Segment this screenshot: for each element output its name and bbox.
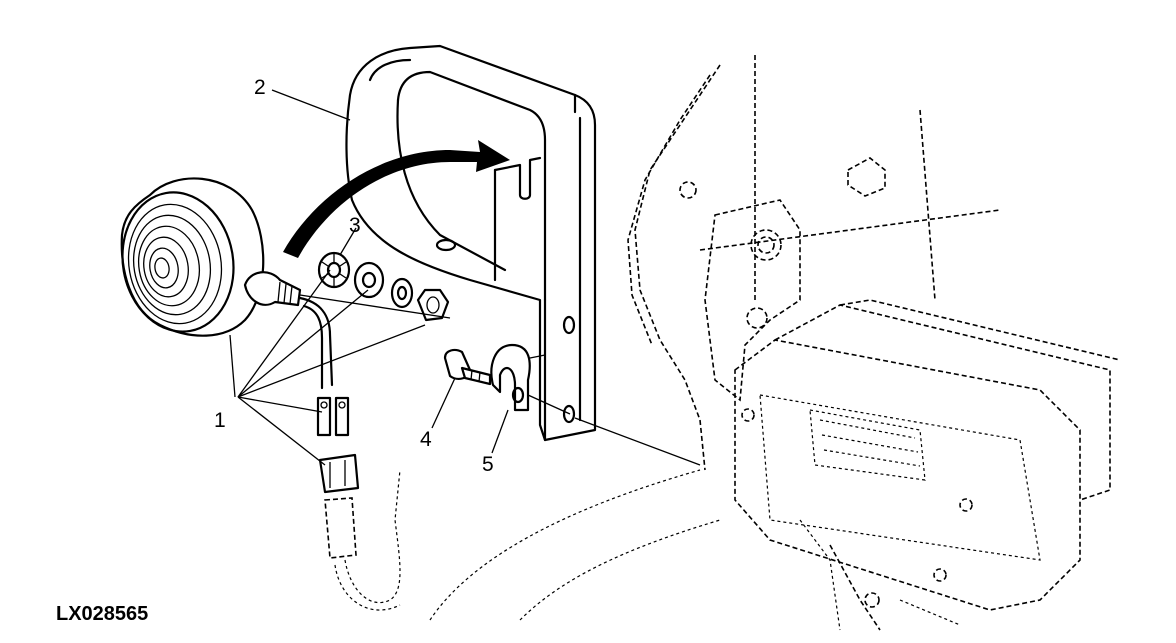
callout-5: 5 (482, 453, 494, 476)
install-direction-arrow (283, 140, 510, 258)
mounting-bracket (345, 44, 597, 442)
tractor-fender-outline (429, 55, 1001, 631)
callout-2: 2 (254, 76, 266, 99)
leader-lines (229, 89, 509, 466)
callout-3: 3 (349, 214, 361, 237)
tail-light-housing (734, 299, 1121, 631)
hardware-washers-nut (299, 251, 451, 322)
harness-connector (318, 453, 401, 611)
fender-mount-plate (679, 157, 886, 402)
work-light (120, 177, 350, 437)
callout-1: 1 (214, 409, 226, 432)
figure-code: LX028565 (56, 603, 148, 625)
screw-and-clamp (443, 343, 701, 466)
callout-4: 4 (420, 428, 432, 451)
